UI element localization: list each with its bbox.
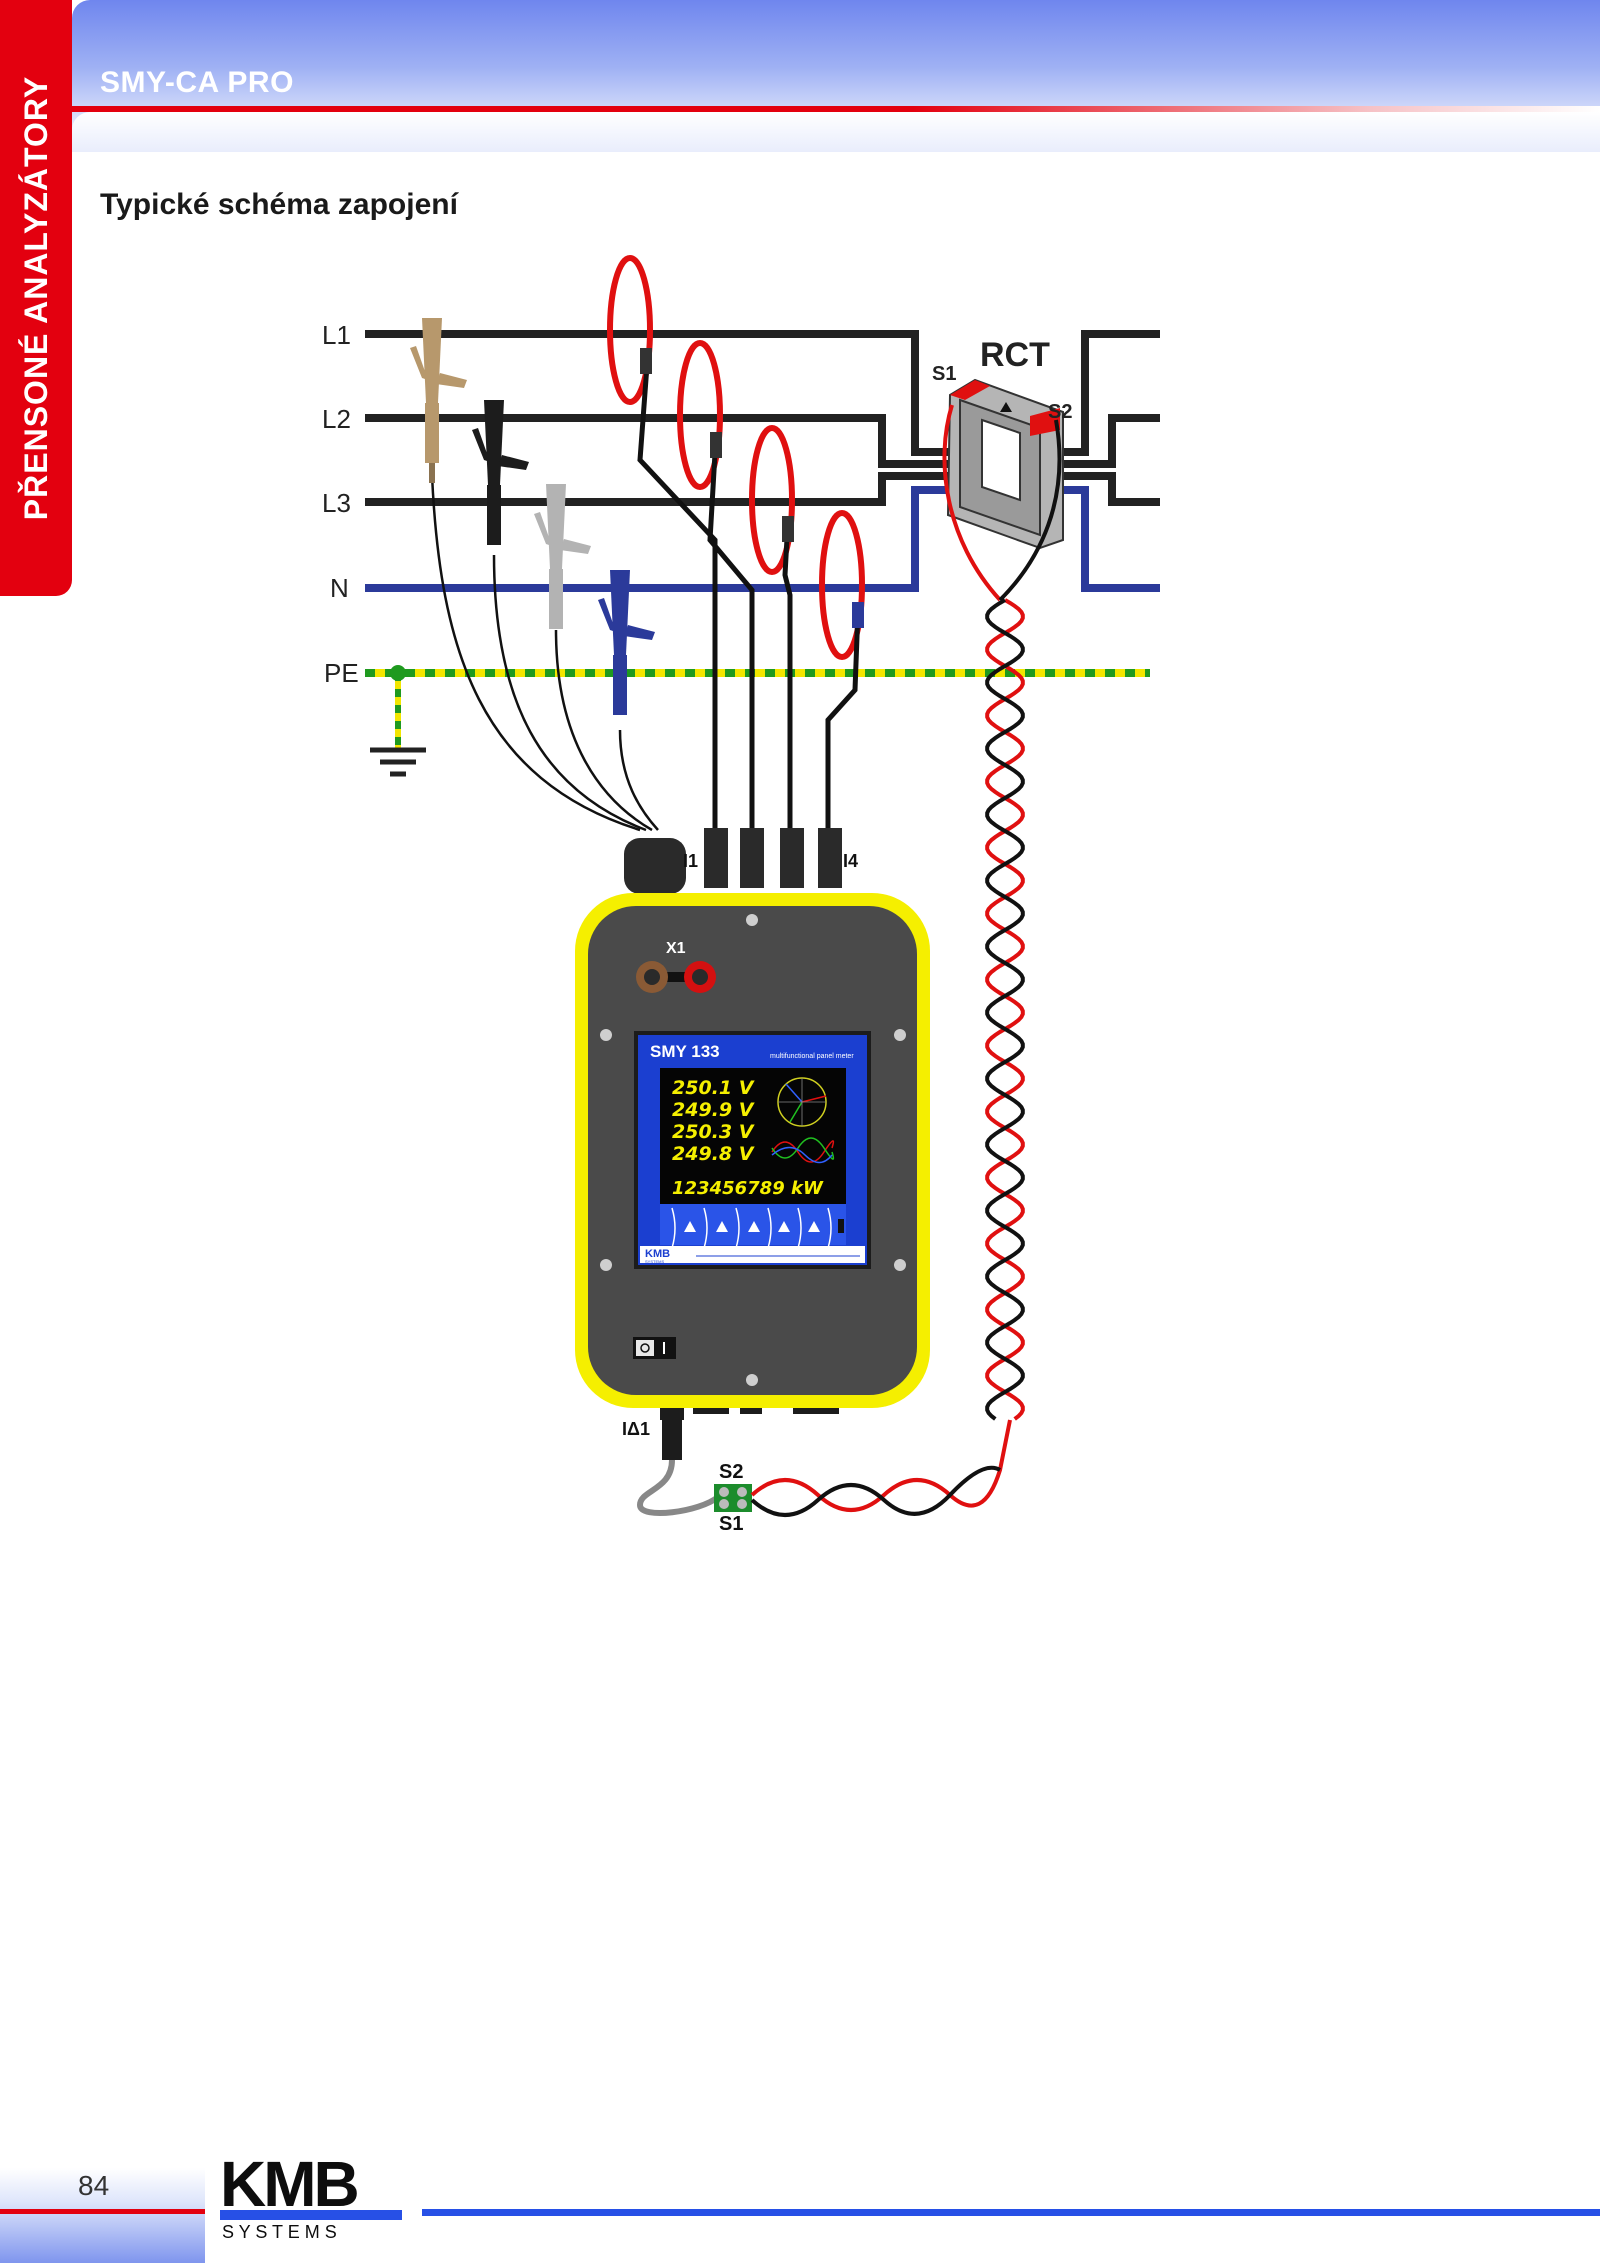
rogowski-coil-3	[749, 425, 795, 575]
reading-3: 250.3 V	[672, 1121, 755, 1143]
side-tab: PŘENSONÉ ANALYZÁTORY	[0, 0, 72, 596]
phasor-icon	[777, 1077, 827, 1127]
footer-band	[0, 2168, 205, 2263]
power-reading: 123456789 kW	[672, 1178, 824, 1199]
voltage-clip-n	[598, 570, 655, 715]
usb-port-icon	[838, 1219, 844, 1233]
wiring-diagram: L1 L2 L3 N PE	[322, 255, 1160, 1535]
label-l2: L2	[322, 404, 351, 434]
label-idelta: IΔ1	[622, 1419, 650, 1439]
logo-text: KMB	[220, 2150, 358, 2220]
header-underlay	[72, 112, 1600, 152]
terminal-s1: S1	[719, 1513, 743, 1535]
meter-brand-sub: SYSTEMS	[645, 1259, 664, 1264]
rogowski-coil-1	[607, 255, 653, 405]
twisted-pair-red	[985, 598, 1025, 1421]
meter-button-1	[684, 1221, 696, 1232]
label-i1: I1	[683, 851, 698, 871]
meter-button-4	[778, 1221, 790, 1232]
label-l3: L3	[322, 488, 351, 518]
meter-brand: KMB	[645, 1248, 670, 1260]
input-connectors	[624, 828, 842, 894]
logo-subtext: S Y S T E M S	[222, 2222, 337, 2240]
meter-subtitle: multifunctional panel meter	[770, 1053, 854, 1060]
voltage-clip-l1	[410, 318, 467, 483]
footer-red-rule	[0, 2209, 205, 2214]
ground-icon	[370, 665, 426, 777]
section-title: Typické schéma zapojení	[100, 188, 458, 221]
x1-terminals	[636, 961, 716, 993]
label-l1: L1	[322, 320, 351, 350]
reading-2: 249.9 V	[672, 1099, 755, 1121]
reading-1: 250.1 V	[672, 1077, 755, 1099]
meter-button-3	[748, 1221, 760, 1232]
voltage-clip-l3	[534, 484, 591, 629]
footer-blue-rule	[422, 2209, 1600, 2216]
terminal-s2: S2	[719, 1461, 743, 1483]
voltage-clip-l2	[472, 400, 529, 545]
waveform-icon	[771, 1137, 835, 1164]
rogowski-coil-2	[677, 340, 723, 490]
terminal-block	[714, 1484, 752, 1512]
kmb-logo: KMB S Y S T E M S	[220, 2150, 402, 2240]
meter-button-2	[716, 1221, 728, 1232]
label-n: N	[330, 573, 349, 603]
header-rule	[72, 106, 1600, 112]
power-switch	[633, 1337, 676, 1359]
meter-model: SMY 133	[650, 1042, 720, 1061]
rct-s1: S1	[932, 363, 956, 385]
reading-4: 249.8 V	[672, 1143, 755, 1165]
label-i4: I4	[843, 851, 858, 871]
residual-current-transformer	[946, 378, 1064, 550]
rogowski-coil-4	[819, 510, 865, 660]
meter-button-5	[808, 1221, 820, 1232]
label-pe: PE	[324, 658, 359, 688]
label-x1: X1	[666, 940, 686, 957]
rct-title: RCT	[980, 336, 1050, 374]
twisted-pair-black	[985, 598, 1025, 1421]
header-title: SMY-CA PRO	[100, 66, 294, 99]
rct-s2: S2	[1048, 401, 1072, 423]
meter-panel: SMY 133 multifunctional panel meter 250.…	[634, 1031, 871, 1269]
page-number: 84	[78, 2170, 110, 2201]
meter-display	[660, 1068, 846, 1204]
